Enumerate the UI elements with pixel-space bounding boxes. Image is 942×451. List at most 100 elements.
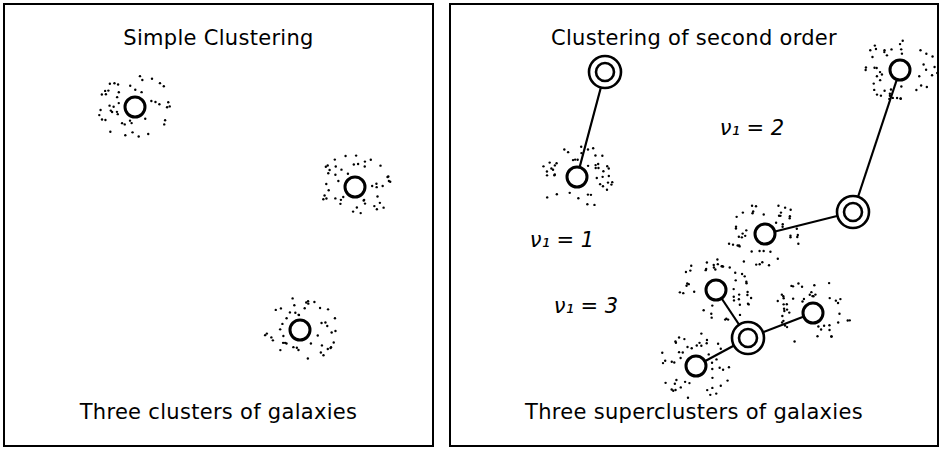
galaxy-dot: [554, 173, 556, 175]
galaxy-dot: [801, 286, 803, 288]
galaxy-dot: [783, 310, 785, 312]
galaxy-dot: [323, 194, 325, 196]
galaxy-dot: [546, 196, 548, 198]
galaxy-dot: [705, 342, 707, 344]
galaxy-dot: [755, 205, 757, 207]
galaxy-dot: [101, 93, 103, 95]
galaxy-dot: [777, 300, 779, 302]
galaxy-dot: [919, 49, 921, 51]
galaxy-dot: [899, 43, 901, 45]
galaxy-dot: [137, 135, 139, 137]
galaxy-dot: [732, 288, 734, 290]
galaxy-dot: [876, 75, 878, 77]
galaxy-dot: [596, 177, 598, 179]
galaxy-dot: [745, 282, 747, 284]
galaxy-dot: [147, 133, 149, 135]
galaxy-dot: [696, 344, 698, 346]
galaxy-dot: [599, 183, 601, 185]
galaxy-dot: [915, 89, 917, 91]
galaxy-dot: [925, 53, 927, 55]
galaxy-dot: [317, 334, 319, 336]
galaxy-dot: [680, 386, 682, 388]
galaxy-dot: [738, 235, 740, 237]
galaxy-dot: [151, 78, 153, 80]
galaxy-dot: [739, 314, 741, 316]
galaxy-dot: [875, 67, 877, 69]
galaxy-dot: [266, 332, 268, 334]
galaxy-dot: [700, 332, 702, 334]
galaxy-dot: [382, 206, 384, 208]
galaxy-dot: [330, 346, 332, 348]
galaxy-dot: [711, 304, 713, 306]
galaxy-dot: [722, 368, 724, 370]
galaxy-dot: [359, 212, 361, 214]
galaxy-dot: [675, 379, 677, 381]
double-circle: [589, 56, 621, 88]
galaxy-dot: [118, 102, 120, 104]
galaxy-dot: [587, 193, 589, 195]
galaxy-dot: [899, 97, 901, 99]
galaxy-dot: [601, 176, 603, 178]
galaxy-dot: [118, 91, 120, 93]
galaxy-dot: [711, 387, 713, 389]
outer-ring: [732, 322, 764, 354]
galaxy-dot: [580, 146, 582, 148]
galaxy-dot: [762, 250, 764, 252]
galaxy-dot: [875, 48, 877, 50]
galaxy-dot: [750, 297, 752, 299]
galaxy-dot: [569, 192, 571, 194]
galaxy-dot: [330, 331, 332, 333]
galaxy-dot: [739, 303, 741, 305]
galaxy-dot: [129, 119, 131, 121]
galaxy-dot: [610, 183, 612, 185]
galaxy-dot: [718, 367, 720, 369]
galaxy-dot: [307, 302, 309, 304]
galaxy-dot: [388, 180, 390, 182]
galaxy-dot: [116, 111, 118, 113]
galaxy-dot: [755, 263, 757, 265]
galaxy-dot: [296, 347, 298, 349]
panel-box: Simple ClusteringThree clusters of galax…: [3, 3, 434, 447]
galaxy-dot: [715, 392, 717, 394]
galaxy-dot: [879, 71, 881, 73]
galaxy-dot: [169, 105, 171, 107]
galaxy-dot: [329, 347, 331, 349]
galaxy-dot: [689, 269, 691, 271]
panel-title: Clustering of second order: [551, 25, 837, 51]
cluster-circles: [125, 60, 910, 376]
cluster-circle: [706, 280, 726, 300]
galaxy-dot: [864, 69, 866, 71]
galaxy-dot: [297, 314, 299, 316]
galaxy-dot: [711, 377, 713, 379]
galaxy-dot: [553, 174, 555, 176]
galaxy-dot: [686, 346, 688, 348]
galaxy-dot: [140, 91, 142, 93]
galaxy-dot: [163, 85, 165, 87]
galaxy-dot: [828, 282, 830, 284]
galaxy-dot: [758, 250, 760, 252]
galaxy-dot: [729, 266, 731, 268]
galaxy-dot: [685, 271, 687, 273]
galaxy-dot: [370, 159, 372, 161]
galaxy-dot: [735, 227, 737, 229]
galaxy-dot: [293, 304, 295, 306]
galaxy-dot: [577, 197, 579, 199]
galaxy-dot: [874, 44, 876, 46]
galaxy-dot: [886, 54, 888, 56]
galaxy-dot: [364, 160, 366, 162]
galaxy-dot: [347, 173, 349, 175]
galaxy-dot: [792, 297, 794, 299]
galaxy-dot: [671, 361, 673, 363]
galaxy-dot: [900, 48, 902, 50]
cluster-circle: [686, 356, 706, 376]
galaxy-dot: [154, 101, 156, 103]
galaxy-dot: [726, 379, 728, 381]
galaxy-dot: [786, 308, 788, 310]
link-line: [853, 70, 900, 212]
galaxy-dot: [788, 217, 790, 219]
galaxy-dot: [720, 348, 722, 350]
galaxy-dot: [781, 321, 783, 323]
galaxy-dot: [838, 313, 840, 315]
galaxy-dot: [124, 123, 126, 125]
